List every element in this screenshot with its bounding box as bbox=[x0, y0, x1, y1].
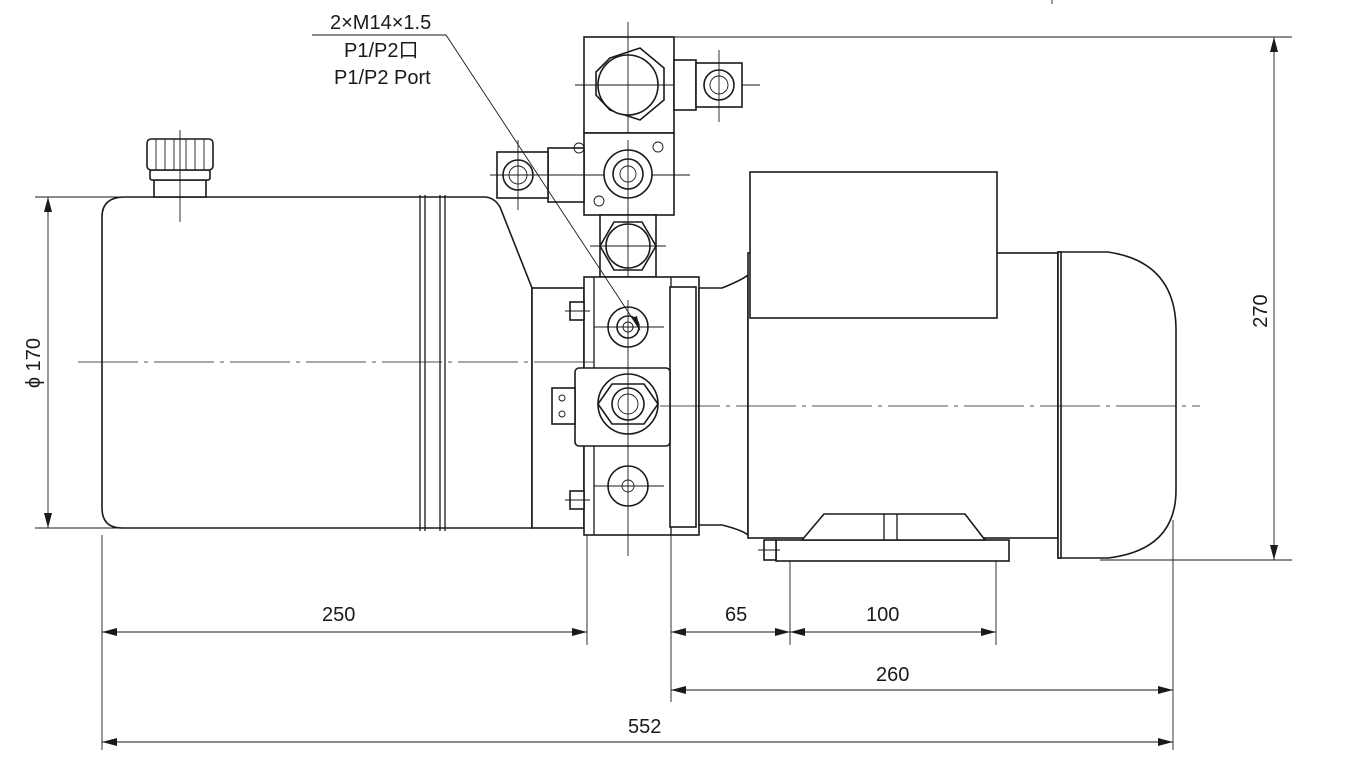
tank-diameter-dimension: ϕ 170 bbox=[23, 337, 45, 389]
port-label-en: P1/P2 Port bbox=[334, 67, 431, 89]
electric-motor bbox=[698, 171, 1177, 562]
overall-height-dimension: 270 bbox=[1250, 294, 1272, 328]
port-label-cn: P1/P2口 bbox=[344, 40, 419, 62]
foot-length-dimension: 100 bbox=[866, 604, 900, 626]
filler-cap bbox=[146, 130, 214, 222]
dimension-lines bbox=[35, 36, 1292, 750]
mount-offset-dimension: 65 bbox=[725, 604, 748, 626]
valve-block bbox=[490, 22, 760, 556]
overall-length-dimension: 552 bbox=[628, 716, 662, 738]
tank-length-dimension: 250 bbox=[322, 604, 356, 626]
oil-tank bbox=[101, 195, 585, 531]
motor-length-dimension: 260 bbox=[876, 664, 910, 686]
port-leader bbox=[312, 0, 1053, 331]
thread-spec-label: 2×M14×1.5 bbox=[330, 12, 432, 34]
